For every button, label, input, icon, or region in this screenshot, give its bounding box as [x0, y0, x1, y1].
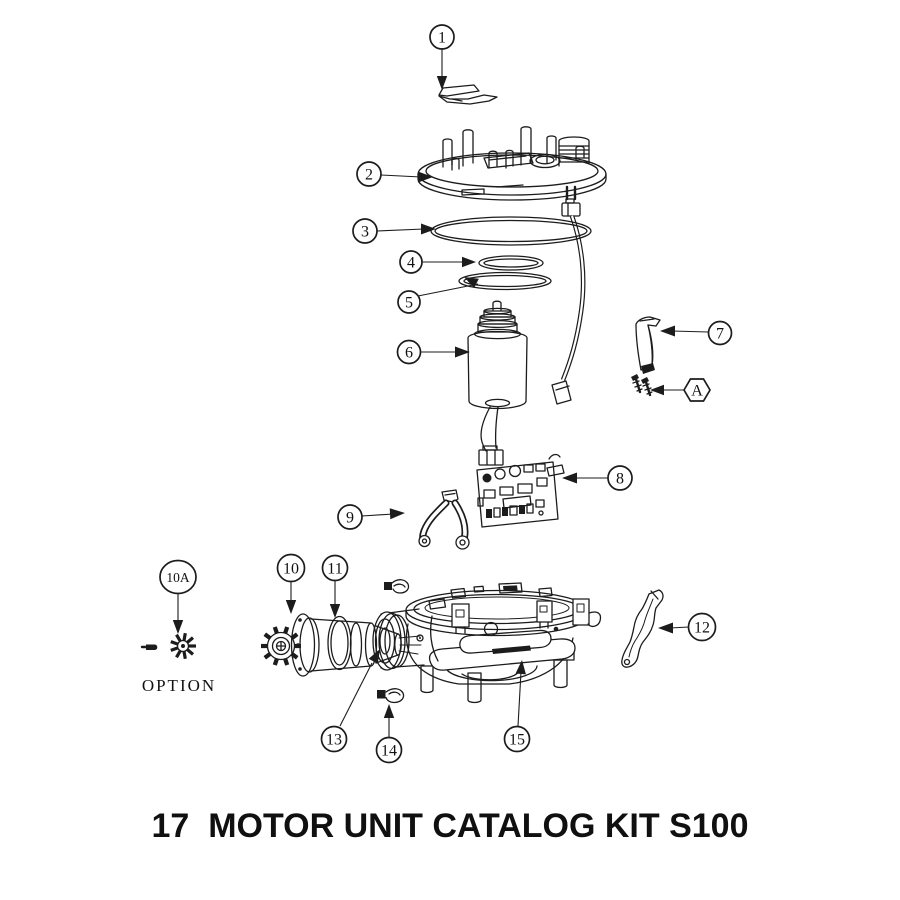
part-9-yoke-spring — [418, 489, 470, 550]
svg-text:12: 12 — [694, 620, 710, 637]
figure-title: 17 MOTOR UNIT CATALOG KIT S100 — [151, 807, 749, 845]
callouts: 1 2 3 4 5 — [159, 24, 733, 764]
callout-6: 6 — [396, 339, 470, 365]
callout-12: 12 — [658, 612, 717, 642]
callout-5: 5 — [397, 277, 479, 314]
part-10-drive-assembly — [261, 613, 422, 677]
part-3-oring-large — [430, 216, 592, 246]
svg-text:10: 10 — [283, 561, 299, 578]
screw-set-a — [631, 374, 653, 397]
callout-15: 15 — [503, 660, 531, 753]
callout-13: 13 — [320, 649, 380, 753]
callout-2: 2 — [356, 161, 433, 187]
svg-text:8: 8 — [616, 471, 624, 488]
option-label: OPTION — [142, 676, 216, 695]
part-2-top-cover-plate — [417, 126, 607, 201]
svg-text:9: 9 — [346, 510, 354, 527]
callout-4: 4 — [399, 250, 476, 274]
callout-a: A — [650, 378, 711, 402]
part-7-bracket — [635, 316, 661, 374]
callout-11: 11 — [321, 554, 349, 618]
callout-9: 9 — [337, 504, 405, 530]
part-6-motor — [467, 300, 528, 466]
callout-8: 8 — [562, 465, 633, 491]
svg-text:14: 14 — [381, 743, 397, 760]
svg-text:A: A — [691, 383, 703, 400]
svg-text:6: 6 — [405, 345, 413, 362]
callout-7: 7 — [660, 320, 733, 346]
wire-harness — [551, 198, 586, 405]
svg-text:5: 5 — [405, 295, 413, 312]
housing-clip-upper — [384, 579, 410, 594]
svg-text:15: 15 — [509, 732, 525, 749]
callout-3: 3 — [352, 218, 436, 244]
part-5-washer — [458, 271, 552, 291]
svg-text:13: 13 — [326, 732, 342, 749]
svg-text:3: 3 — [361, 224, 369, 241]
svg-text:11: 11 — [327, 561, 342, 578]
part-4-washer — [478, 255, 544, 271]
part-15-lower-housing — [372, 582, 602, 704]
callout-1: 1 — [429, 24, 455, 90]
callout-14: 14 — [375, 704, 403, 764]
part-10a-pinion-option — [140, 632, 196, 660]
part-1-retainer-clip — [438, 84, 498, 105]
part-12-lever — [621, 589, 664, 668]
svg-text:1: 1 — [438, 30, 446, 47]
svg-text:4: 4 — [407, 255, 415, 272]
svg-text:2: 2 — [365, 167, 373, 184]
part-14-retainer-clip — [377, 688, 405, 704]
svg-text:10A: 10A — [166, 570, 190, 585]
part-8-circuit-board — [476, 453, 565, 528]
callout-10a: 10A — [159, 559, 197, 634]
svg-text:7: 7 — [716, 326, 724, 343]
callout-10: 10 — [276, 553, 306, 614]
part-11-oring — [327, 615, 352, 671]
